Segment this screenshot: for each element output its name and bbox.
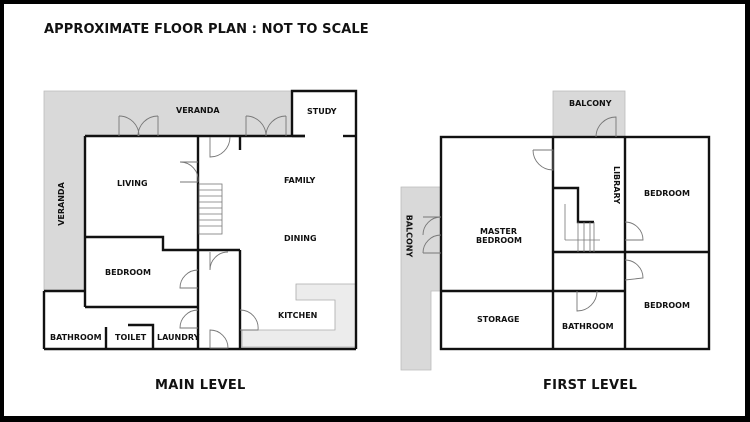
label-family: FAMILY — [284, 176, 316, 185]
label-library: LIBRARY — [612, 165, 622, 205]
first-stairs — [564, 204, 600, 252]
label-bedroom-2: BEDROOM — [644, 301, 690, 310]
label-bedroom: BEDROOM — [105, 268, 151, 277]
first-level-caption: FIRST LEVEL — [543, 378, 638, 393]
main-doors — [179, 136, 259, 349]
main-walls — [42, 89, 358, 351]
label-master-bedroom-2: BEDROOM — [476, 236, 522, 245]
veranda-area — [43, 90, 293, 292]
first-walls — [439, 135, 711, 351]
first-doors — [422, 116, 644, 312]
label-kitchen: KITCHEN — [278, 311, 318, 320]
label-dining: DINING — [284, 234, 317, 243]
balcony-top-area — [552, 90, 626, 138]
main-level-plan — [42, 89, 358, 351]
main-stairs — [198, 183, 223, 235]
label-storage: STORAGE — [477, 315, 520, 324]
plan-frame — [4, 4, 745, 416]
label-bathroom: BATHROOM — [50, 333, 102, 342]
label-bedroom-1: BEDROOM — [644, 189, 690, 198]
label-living: LIVING — [117, 179, 148, 188]
page-title: APPROXIMATE FLOOR PLAN : NOT TO SCALE — [44, 22, 369, 37]
main-level-caption: MAIN LEVEL — [155, 378, 246, 393]
double-door-right — [245, 115, 287, 137]
double-door-left — [118, 115, 159, 137]
label-study: STUDY — [307, 107, 337, 116]
label-veranda-top: VERANDA — [176, 106, 220, 115]
label-laundry: LAUNDRY — [157, 333, 200, 342]
first-level-plan — [400, 90, 711, 371]
label-veranda-side: VERANDA — [56, 182, 66, 226]
label-balcony-top: BALCONY — [569, 99, 612, 108]
label-balcony-side: BALCONY — [404, 214, 414, 258]
label-bathroom-first: BATHROOM — [562, 322, 614, 331]
label-toilet: TOILET — [115, 333, 147, 342]
label-master-bedroom-1: MASTER — [480, 227, 517, 236]
